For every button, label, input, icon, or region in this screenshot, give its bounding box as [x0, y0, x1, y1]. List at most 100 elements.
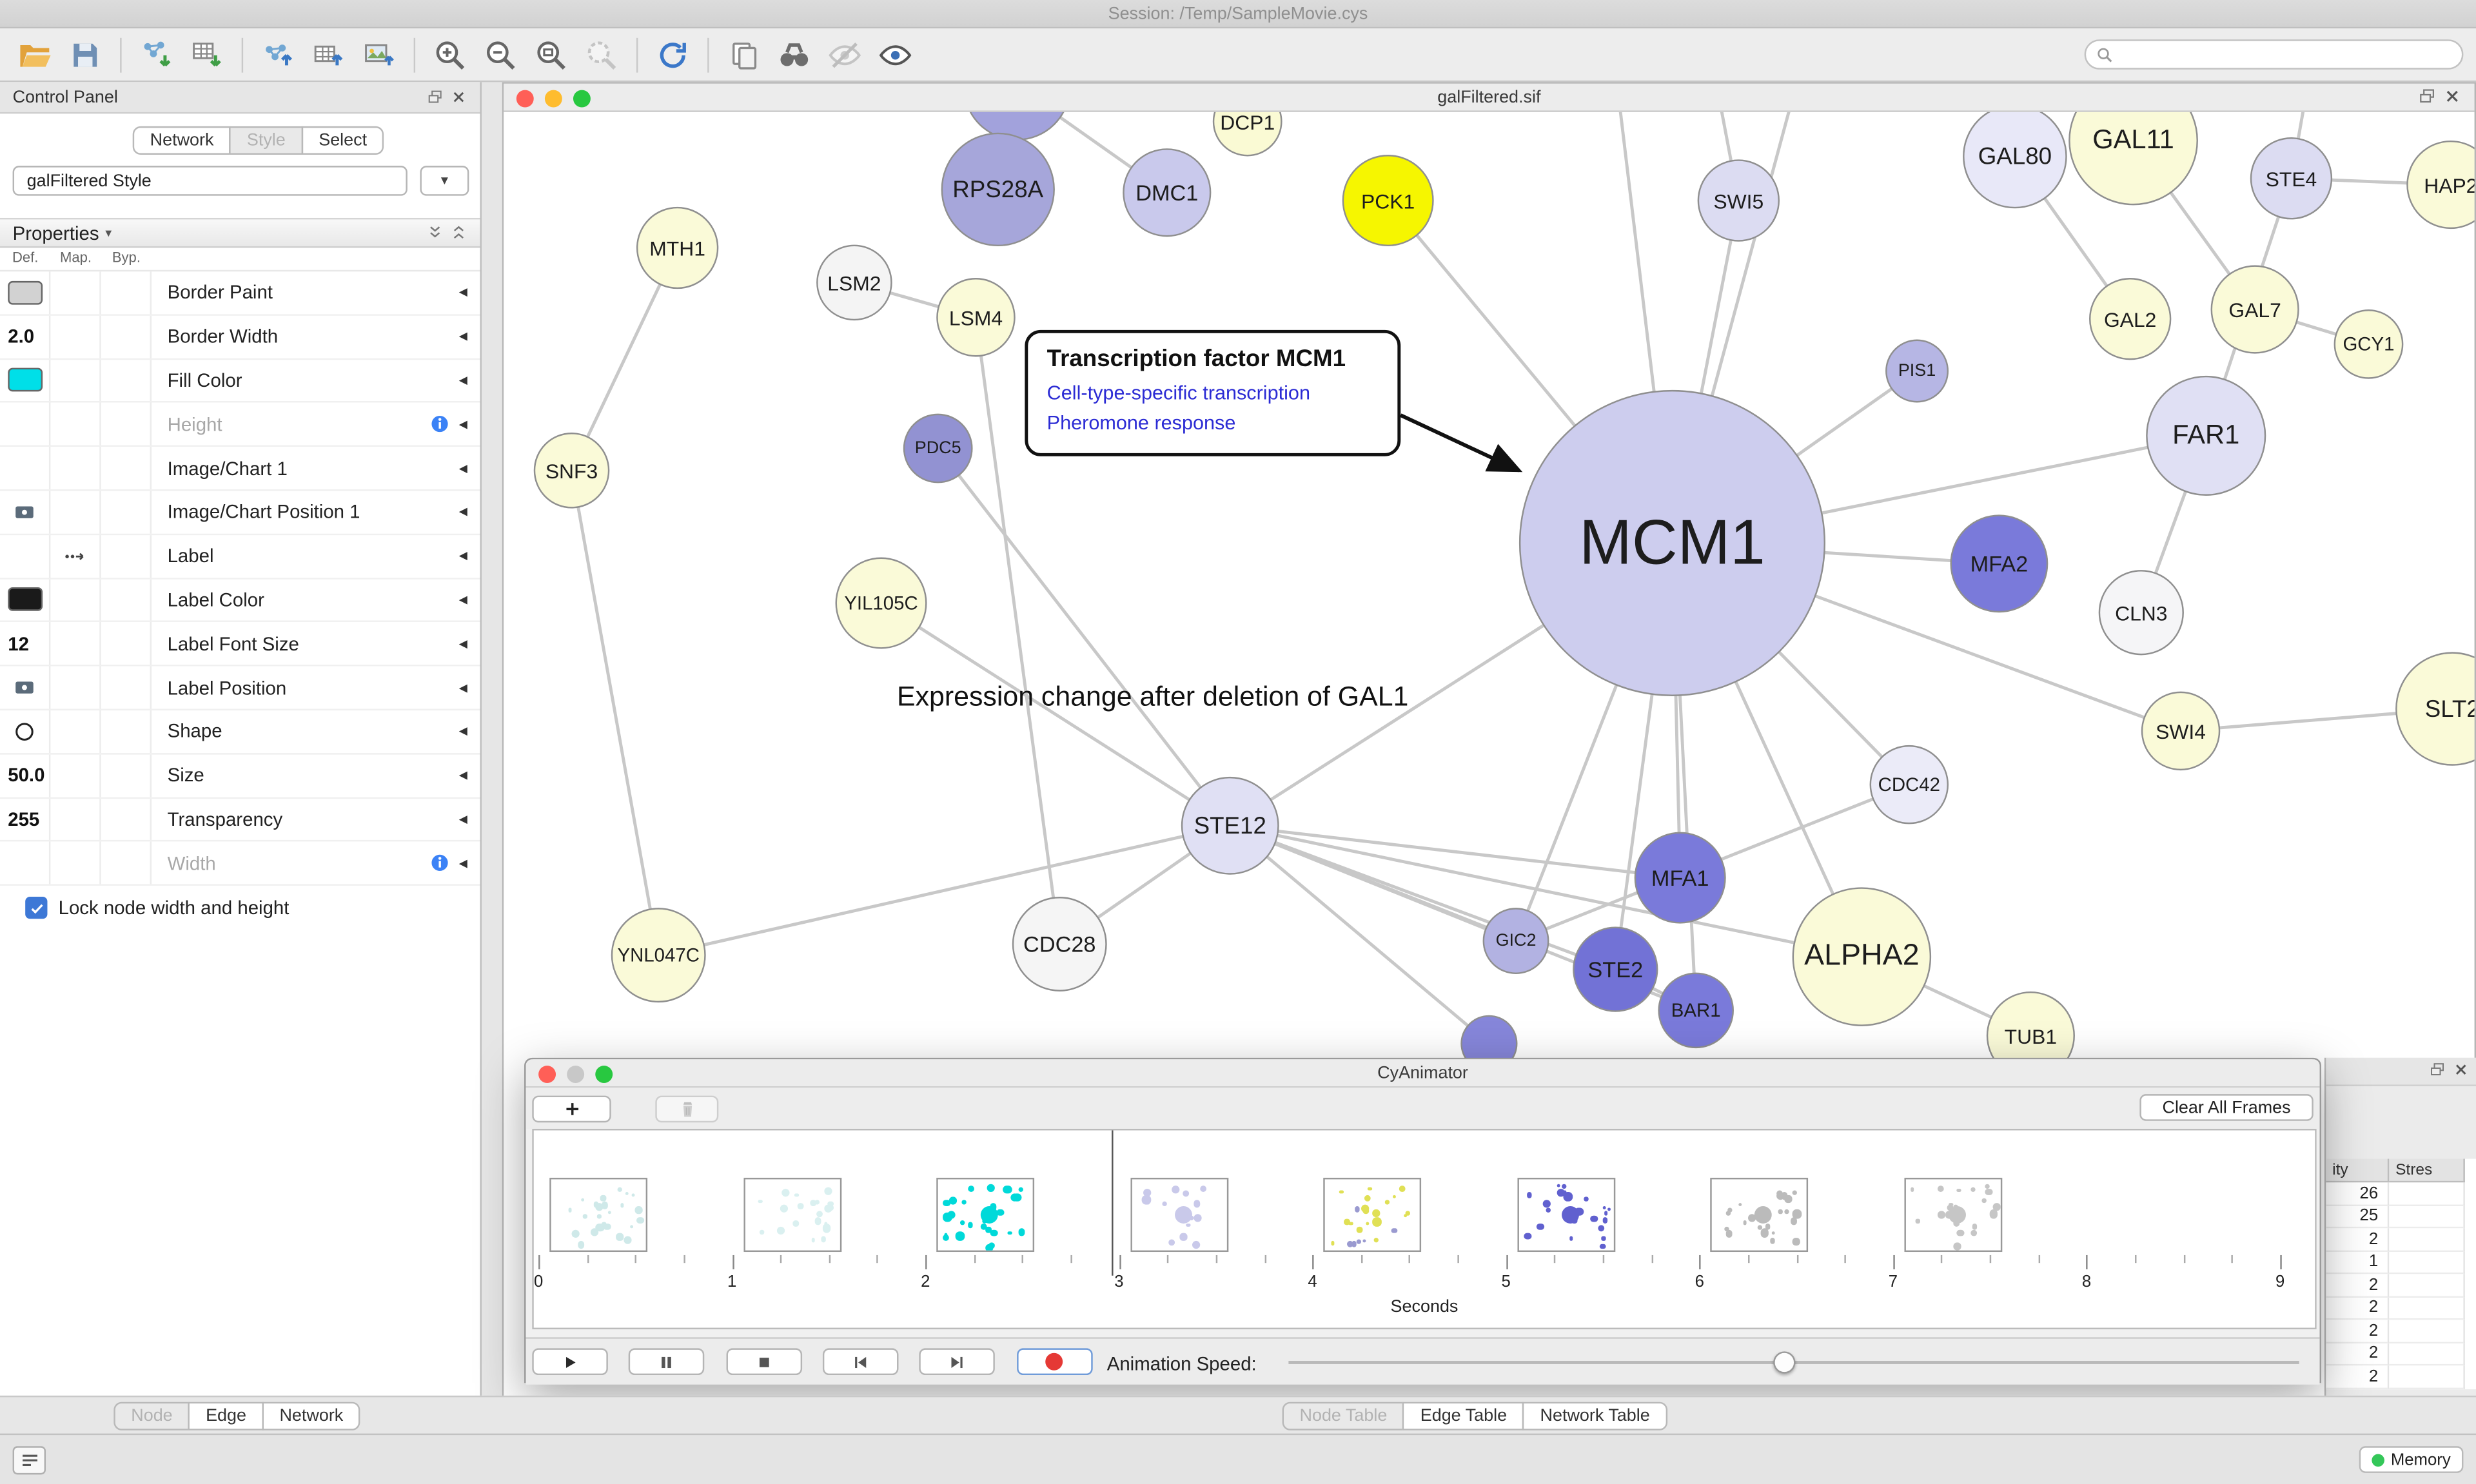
network-node[interactable]: GIC2 [1482, 908, 1549, 975]
hide-details-button[interactable] [820, 32, 870, 77]
table-row[interactable]: 2 [2326, 1365, 2476, 1389]
property-row[interactable]: Label Position◀ [0, 666, 480, 710]
network-node[interactable]: YNL047C [611, 908, 706, 1003]
network-node[interactable]: ALPHA2 [1792, 887, 1932, 1026]
search-box[interactable] [2084, 39, 2464, 70]
frame-thumbnail[interactable] [1710, 1177, 1809, 1253]
network-node[interactable]: DMC1 [1123, 148, 1212, 237]
property-row[interactable]: Label Color◀ [0, 578, 480, 623]
expand-property-icon[interactable]: ◀ [458, 463, 467, 475]
clear-all-frames-button[interactable]: Clear All Frames [2139, 1094, 2314, 1121]
close-panel-icon[interactable] [2452, 1061, 2470, 1079]
network-node[interactable]: MFA1 [1634, 832, 1726, 924]
minimize-button[interactable] [544, 90, 562, 108]
expand-property-icon[interactable]: ◀ [458, 727, 467, 738]
network-node[interactable]: PIS1 [1885, 339, 1949, 403]
memory-button[interactable]: Memory [2359, 1446, 2464, 1473]
expand-property-icon[interactable]: ◀ [458, 551, 467, 563]
table-row[interactable]: 2 [2326, 1274, 2476, 1297]
float-panel-icon[interactable] [2429, 1061, 2446, 1079]
annotation-link[interactable]: Pheromone response [1046, 411, 1236, 434]
results-column-header[interactable]: ity [2326, 1158, 2390, 1183]
annotation-link[interactable]: Cell-type-specific transcription [1046, 382, 1311, 404]
float-panel-icon[interactable] [426, 88, 444, 106]
collapse-all-icon[interactable] [426, 224, 444, 242]
show-details-button[interactable] [870, 32, 920, 77]
table-row[interactable]: 2 [2326, 1342, 2476, 1366]
network-node[interactable]: MTH1 [636, 206, 719, 289]
network-node[interactable]: MCM1 [1518, 389, 1826, 697]
import-table-button[interactable] [182, 32, 232, 77]
search-input[interactable] [2120, 44, 2453, 64]
expand-property-icon[interactable]: ◀ [458, 683, 467, 694]
frame-thumbnail[interactable] [1517, 1177, 1615, 1253]
tab-node-table[interactable]: Node Table [1282, 1401, 1405, 1430]
frame-thumbnail[interactable] [743, 1177, 841, 1253]
network-node[interactable]: MFA2 [1950, 514, 2049, 613]
stop-button[interactable] [725, 1348, 802, 1376]
table-row[interactable]: 1 [2326, 1251, 2476, 1274]
property-row[interactable]: Shape◀ [0, 710, 480, 755]
network-node[interactable]: DCP1 [1212, 112, 1282, 157]
tab-edge-table[interactable]: Edge Table [1402, 1401, 1525, 1430]
expand-property-icon[interactable]: ◀ [458, 419, 467, 431]
color-swatch[interactable] [7, 280, 42, 305]
expand-all-icon[interactable] [450, 224, 467, 242]
close-panel-icon[interactable] [450, 88, 467, 106]
export-image-button[interactable] [354, 32, 404, 77]
frame-thumbnail[interactable] [936, 1177, 1035, 1253]
network-node[interactable]: GAL2 [2089, 278, 2172, 360]
panel-tab-node[interactable]: Node [113, 1401, 190, 1430]
network-node[interactable]: STE2 [1573, 926, 1658, 1012]
tab-select[interactable]: Select [301, 126, 385, 155]
tab-network-table[interactable]: Network Table [1522, 1401, 1667, 1430]
network-node[interactable]: SWI5 [1697, 159, 1780, 242]
frame-thumbnail[interactable] [1323, 1177, 1422, 1253]
network-node[interactable]: LSM4 [936, 278, 1016, 357]
network-node[interactable]: RPS28A [941, 132, 1055, 247]
panel-tab-edge[interactable]: Edge [188, 1401, 264, 1430]
table-row[interactable]: 2 [2326, 1228, 2476, 1251]
add-frame-button[interactable] [532, 1095, 611, 1122]
network-node[interactable]: GAL80 [1963, 112, 2067, 209]
style-menu-button[interactable]: ▾ [420, 166, 469, 196]
network-node[interactable]: SWI4 [2141, 691, 2221, 771]
expand-property-icon[interactable]: ◀ [458, 639, 467, 650]
network-node[interactable]: PCK1 [1342, 155, 1434, 247]
property-row[interactable]: Width◀ [0, 842, 480, 886]
copy-view-button[interactable] [718, 32, 769, 77]
save-session-button[interactable] [60, 32, 110, 77]
color-swatch[interactable] [7, 588, 42, 612]
table-row[interactable]: 2 [2326, 1296, 2476, 1320]
network-node[interactable]: CDC28 [1012, 897, 1107, 991]
property-row[interactable]: Border Paint◀ [0, 271, 480, 316]
export-table-button[interactable] [303, 32, 353, 77]
network-node[interactable]: GCY1 [2334, 309, 2404, 379]
speed-slider-thumb[interactable] [1773, 1351, 1795, 1374]
network-node[interactable]: FAR1 [2146, 375, 2266, 496]
zoom-button[interactable] [595, 1066, 613, 1084]
network-node[interactable]: BAR1 [1658, 972, 1734, 1049]
float-window-icon[interactable] [2417, 87, 2436, 106]
expand-property-icon[interactable]: ◀ [458, 288, 467, 299]
properties-header[interactable]: Properties ▾ [0, 217, 480, 248]
network-node[interactable]: CDC42 [1869, 745, 1949, 825]
frame-thumbnail[interactable] [1130, 1177, 1228, 1253]
find-button[interactable] [769, 32, 820, 77]
lock-size-row[interactable]: Lock node width and height [0, 890, 480, 925]
checkbox-checked-icon[interactable] [25, 897, 48, 919]
table-row[interactable]: 25 [2326, 1205, 2476, 1229]
color-swatch[interactable] [7, 368, 42, 393]
expand-property-icon[interactable]: ◀ [458, 858, 467, 870]
skip-start-button[interactable] [822, 1348, 899, 1376]
zoom-selected-button[interactable] [576, 32, 627, 77]
network-node[interactable]: GAL7 [2210, 265, 2299, 354]
property-row[interactable]: Image/Chart Position 1◀ [0, 491, 480, 535]
zoom-out-button[interactable] [475, 32, 526, 77]
delete-frame-button[interactable] [655, 1095, 719, 1122]
